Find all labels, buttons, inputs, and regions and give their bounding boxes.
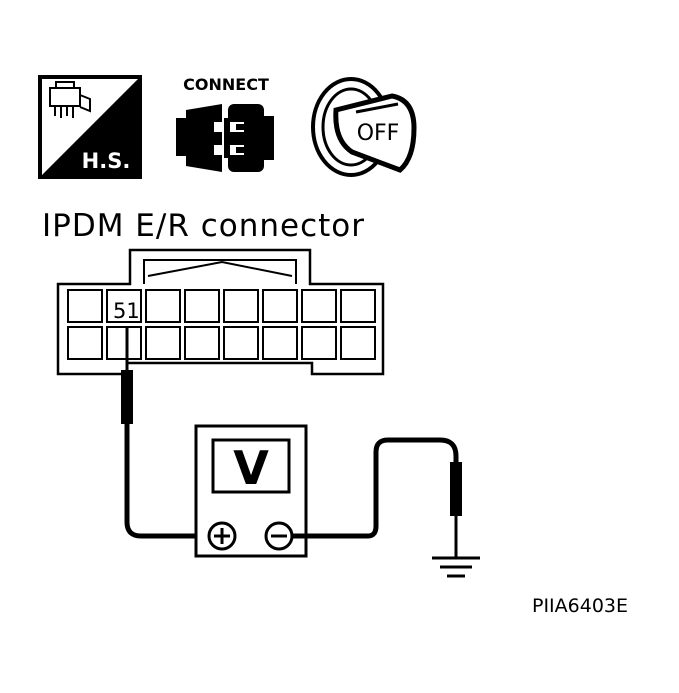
voltmeter-label: V	[233, 441, 269, 495]
negative-probe	[292, 437, 462, 558]
hs-label: H.S.	[82, 149, 131, 173]
connect-icon: CONNECT	[176, 75, 274, 172]
connector-title: IPDM E/R connector	[42, 208, 365, 244]
figure-id: PIIA6403E	[532, 595, 628, 617]
harness-side-icon: H.S.	[38, 75, 142, 179]
terminal-cavities	[67, 289, 376, 360]
terminal-51-label: 51	[113, 299, 140, 323]
ignition-label: OFF	[357, 121, 400, 146]
ipdm-er-connector: 51	[56, 248, 385, 376]
ignition-off-icon: OFF	[311, 77, 417, 177]
connect-label: CONNECT	[183, 75, 269, 94]
ground-symbol	[432, 556, 480, 578]
positive-probe	[121, 328, 212, 539]
connector-latch	[143, 259, 297, 284]
voltmeter: V	[194, 424, 308, 558]
